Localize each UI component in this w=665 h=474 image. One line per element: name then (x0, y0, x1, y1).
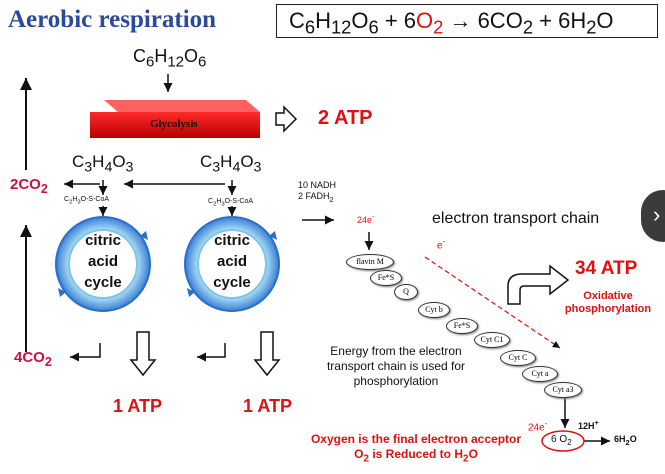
pyruvate-left: C3H4O3 (72, 152, 134, 176)
carrier-cyt-a: Cyt a (522, 366, 558, 382)
atp-arrow-right (253, 331, 281, 377)
overall-equation: C6H12O6 + 6O2 → 6CO2 + 6H2O (276, 4, 658, 38)
atp-34-arrow (507, 264, 570, 305)
atp-34: 34 ATP (575, 258, 638, 279)
etc-water: 6H2O (614, 434, 637, 447)
co2-bottom: 4CO2 (14, 349, 52, 369)
carrier-flavin: flavin M (346, 254, 394, 270)
fadh-label: 2 FADH2 (298, 191, 334, 204)
oxygen-ring (541, 430, 585, 452)
next-slide-button[interactable]: › (641, 190, 665, 242)
nadh-label: 10 NADH (298, 180, 337, 190)
chevron-right-icon: › (653, 202, 661, 227)
electron-path (424, 256, 561, 349)
pyruvate-right: C3H4O3 (200, 152, 262, 176)
acetyl-coa-left: C2H3O-S-CoA (64, 196, 110, 206)
protons: 12H+ (578, 418, 599, 431)
glucose-label: C6H12O6 (133, 46, 207, 71)
carrier-cyt-b: Cyt b (418, 302, 450, 318)
atp-arrow-left (129, 331, 157, 377)
energy-note: Energy from the electron transport chain… (326, 344, 466, 388)
oxidative-phosphorylation: Oxidative phosphorylation (564, 290, 652, 315)
glycolysis-atp: 2 ATP (318, 107, 373, 129)
glycolysis-label: Glycolysis (150, 118, 198, 130)
electron-symbol: e- (437, 236, 446, 252)
etc-title: electron transport chain (432, 210, 600, 227)
electrons-in: 24e- (357, 212, 375, 225)
carrier-fes-1: Fe*S (370, 270, 402, 286)
carrier-cyt-c: Cyt C (500, 350, 536, 366)
carrier-fes-2: Fe*S (446, 318, 478, 334)
nadh-fadh: 10 NADH 2 FADH2 (298, 180, 336, 205)
electrons-out: 24e- (528, 418, 548, 434)
co2-top: 2CO2 (10, 176, 48, 196)
carrier-q: Q (394, 284, 418, 300)
atp-left: 1 ATP (113, 396, 163, 416)
page-title: Aerobic respiration (8, 6, 217, 33)
glycolysis-atp-arrow (275, 105, 298, 133)
acetyl-coa-right: C2H3O-S-CoA (208, 198, 254, 208)
glycolysis-top (104, 100, 260, 112)
atp-right: 1 ATP (243, 396, 293, 416)
glycolysis-bar (90, 112, 260, 138)
oxygen-note: Oxygen is the final electron acceptor O2… (310, 432, 522, 465)
etc-oxygen: 6 O2 (551, 434, 572, 447)
carrier-cyt-c1: Cyt C1 (474, 332, 510, 348)
carrier-cyt-a3: Cyt a3 (544, 382, 582, 398)
